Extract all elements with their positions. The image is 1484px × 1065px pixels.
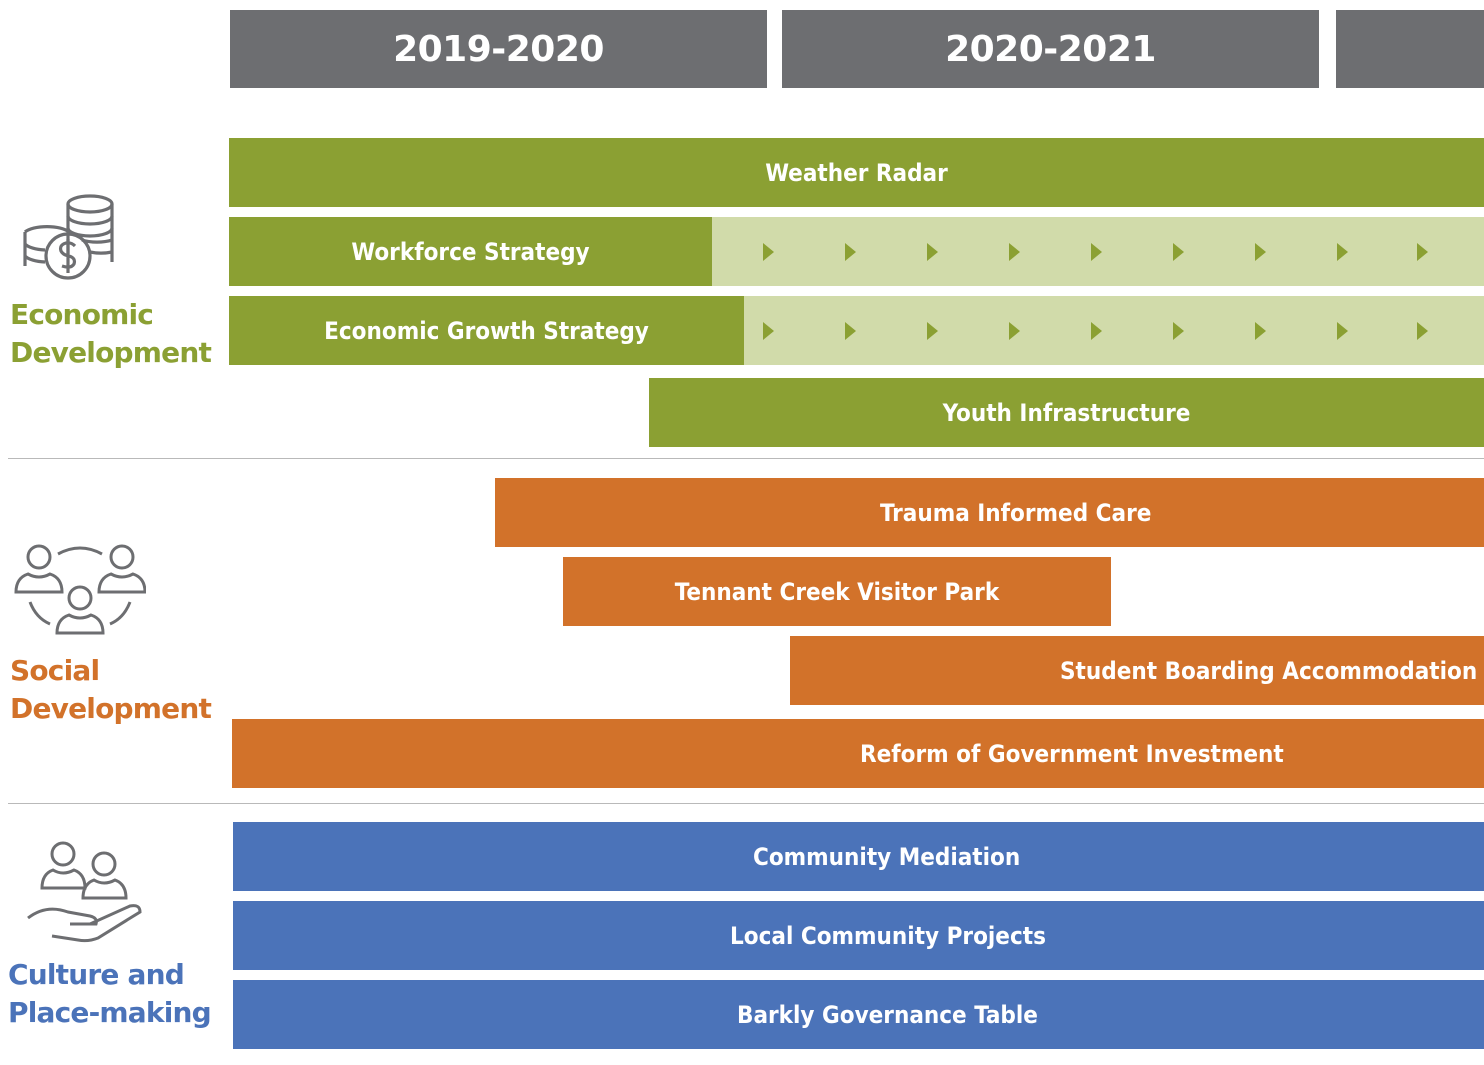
arrow-icon	[1255, 322, 1266, 340]
arrow-icon	[1337, 322, 1348, 340]
bar-community-mediation: Community Mediation	[233, 822, 1484, 891]
bar-trauma-informed-care: Trauma Informed Care	[495, 478, 1484, 547]
bar-label: Economic Growth Strategy	[324, 316, 649, 345]
label-line: Development	[10, 336, 212, 369]
arrow-icon	[1009, 243, 1020, 261]
bar-label: Student Boarding Accommodation	[1060, 656, 1478, 685]
arrow-icon	[845, 322, 856, 340]
bar-label: Reform of Government Investment	[860, 739, 1284, 768]
bar-label: Community Mediation	[753, 842, 1021, 871]
label-line: Economic	[10, 298, 154, 331]
bar-local-community-projects: Local Community Projects	[233, 901, 1484, 970]
section-divider	[8, 458, 1484, 459]
arrow-icon	[1417, 243, 1428, 261]
workforce-strategy-extension	[712, 217, 1484, 286]
economic-growth-extension	[744, 296, 1484, 365]
arrow-icon	[1417, 322, 1428, 340]
year-header-2020-2021: 2020-2021	[782, 10, 1319, 88]
year-label: 2020-2021	[945, 28, 1156, 70]
bar-label: Local Community Projects	[730, 921, 1046, 950]
bar-reform-of-government-investment: Reform of Government Investment	[232, 719, 1484, 788]
label-line: Development	[10, 692, 212, 725]
bar-label: Barkly Governance Table	[737, 1000, 1038, 1029]
bar-economic-growth-strategy: Economic Growth Strategy	[229, 296, 744, 365]
coins-dollar-icon	[23, 194, 114, 280]
arrow-icon	[1173, 243, 1184, 261]
arrow-icon	[1091, 243, 1102, 261]
culture-section-label: Culture and Place-making	[8, 956, 212, 1032]
bar-barkly-governance-table: Barkly Governance Table	[233, 980, 1484, 1049]
bar-weather-radar: Weather Radar	[229, 138, 1484, 207]
arrow-icon	[1337, 243, 1348, 261]
section-divider	[8, 803, 1484, 804]
label-line: Social	[10, 654, 100, 687]
people-hand-icon	[27, 841, 142, 943]
year-label: 2019-2020	[393, 28, 604, 70]
bar-label: Tennant Creek Visitor Park	[674, 577, 1000, 606]
economic-section-label: Economic Development	[10, 296, 212, 372]
arrow-icon	[763, 243, 774, 261]
arrow-icon	[927, 322, 938, 340]
bar-label: Weather Radar	[765, 158, 948, 187]
year-header-2019-2020: 2019-2020	[230, 10, 767, 88]
arrow-icon	[845, 243, 856, 261]
social-section-label: Social Development	[10, 652, 212, 728]
bar-tennant-creek-visitor-park: Tennant Creek Visitor Park	[563, 557, 1111, 626]
arrow-icon	[1173, 322, 1184, 340]
label-line: Place-making	[8, 996, 212, 1029]
arrow-icon	[1091, 322, 1102, 340]
bar-label: Workforce Strategy	[351, 237, 590, 266]
arrow-icon	[763, 322, 774, 340]
bar-workforce-strategy: Workforce Strategy	[229, 217, 712, 286]
year-header-next	[1336, 10, 1484, 88]
bar-label: Youth Infrastructure	[942, 398, 1191, 427]
bar-student-boarding-accommodation: Student Boarding Accommodation	[790, 636, 1484, 705]
arrow-icon	[1009, 322, 1020, 340]
bar-label: Trauma Informed Care	[880, 498, 1152, 527]
people-network-icon	[14, 544, 146, 635]
bar-youth-infrastructure: Youth Infrastructure	[649, 378, 1484, 447]
label-line: Culture and	[8, 958, 185, 991]
arrow-icon	[1255, 243, 1266, 261]
arrow-icon	[927, 243, 938, 261]
